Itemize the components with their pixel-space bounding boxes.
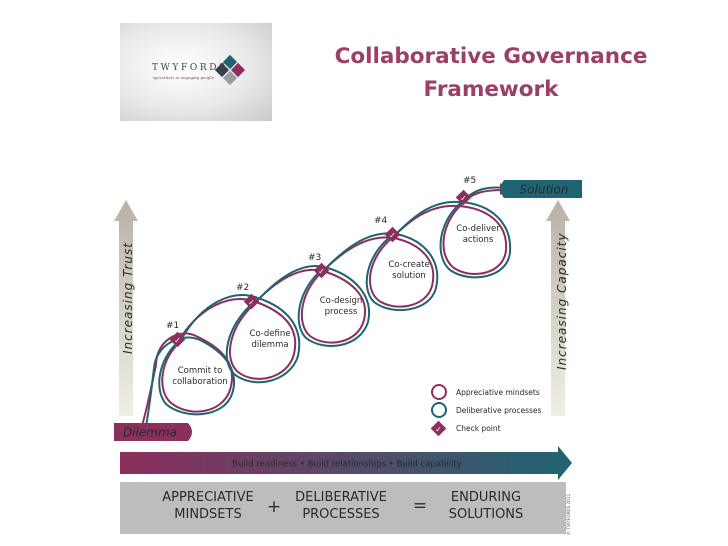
legend-deliberative: Deliberative processes (431, 402, 542, 418)
step-1-number: #1 (166, 321, 179, 331)
legend-appreciative-label: Appreciative mindsets (456, 388, 540, 397)
plus-sign: + (267, 497, 281, 517)
step-5-line-2: actions (463, 235, 494, 245)
step-2-number: #2 (236, 283, 249, 293)
svg-text:✓: ✓ (460, 194, 467, 203)
appreciative-icon (431, 384, 447, 400)
step-2-line-2: dilemma (251, 340, 288, 350)
legend-checkpoint: ✓ Check point (430, 420, 501, 437)
deliberative-word: DELIBERATIVE (295, 490, 387, 505)
increasing-trust-label: Increasing Trust (121, 242, 135, 354)
step-1-line-1: Commit to (178, 366, 223, 376)
build-arrow-label: Build readiness • Build relationships • … (232, 460, 462, 470)
dilemma-label: Dilemma (123, 426, 177, 440)
deliberative-icon (431, 402, 447, 418)
enduring-word: ENDURING (451, 490, 521, 505)
legend-checkpoint-label: Check point (456, 424, 501, 433)
step-5-line-1: Co-deliver (456, 224, 500, 234)
svg-text:✓: ✓ (389, 231, 396, 240)
logo-wordmark: TWYFORDS (152, 63, 228, 73)
step-2-line-1: Co-define (250, 329, 291, 339)
legend: Appreciative mindsets Deliberative proce… (430, 384, 542, 437)
increasing-capacity-label: Increasing Capacity (555, 233, 569, 370)
step-3-number: #3 (308, 253, 321, 263)
mindsets-word: MINDSETS (174, 507, 241, 522)
step-3-line-1: Co-design (320, 296, 363, 306)
svg-text:✓: ✓ (435, 425, 442, 434)
svg-text:✓: ✓ (248, 298, 255, 307)
step-5-number: #5 (463, 176, 476, 186)
copyright-text: © TWYFORDS 2011 (566, 493, 571, 535)
legend-deliberative-label: Deliberative processes (456, 406, 542, 415)
step-1-line-2: collaboration (172, 377, 227, 387)
increasing-trust-arrow: Increasing Trust (114, 200, 138, 416)
equation-band: APPRECIATIVE MINDSETS + DELIBERATIVE PRO… (120, 482, 566, 534)
step-4-line-1: Co-create (388, 260, 429, 270)
solutions-word: SOLUTIONS (449, 507, 524, 522)
equals-sign: = (413, 496, 427, 516)
processes-word: PROCESSES (302, 507, 379, 522)
logo: TWYFORDS specialists in engaging people (120, 23, 272, 121)
increasing-capacity-arrow: Increasing Capacity (546, 200, 570, 416)
page-title: Collaborative Governance Framework (296, 40, 686, 106)
solution-badge: Solution (500, 180, 582, 198)
title-line-2: Framework (423, 77, 559, 102)
step-4-line-2: solution (392, 271, 426, 281)
step-4-number: #4 (374, 216, 388, 226)
journey-loops (141, 186, 512, 427)
build-arrow: Build readiness • Build relationships • … (120, 446, 572, 480)
solution-label: Solution (520, 183, 569, 197)
legend-appreciative: Appreciative mindsets (431, 384, 540, 400)
svg-text:✓: ✓ (318, 267, 325, 276)
copyright-credit: © TWYFORDS 2011 (566, 493, 571, 535)
logo-tagline: specialists in engaging people (153, 76, 215, 80)
svg-text:✓: ✓ (174, 336, 181, 345)
logo-diamond-icon (214, 54, 246, 86)
dilemma-badge: Dilemma (114, 423, 192, 441)
framework-diagram: Increasing Trust Increasing Capacity Sol… (114, 176, 582, 534)
title-line-1: Collaborative Governance (334, 44, 648, 69)
appreciative-word: APPRECIATIVE (162, 490, 254, 505)
step-3-line-2: process (325, 307, 358, 317)
